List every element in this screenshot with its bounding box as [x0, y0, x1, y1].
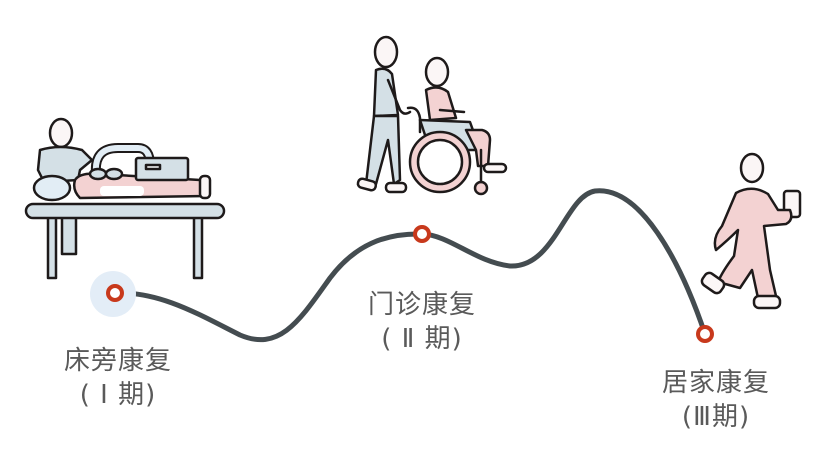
wheelchair-assist-illustration	[356, 35, 508, 196]
stage3-phase: (Ⅲ期)	[681, 402, 751, 432]
stage1-title: 床旁康复	[63, 346, 172, 376]
walking-person-illustration	[700, 152, 802, 310]
stage1-marker	[106, 284, 124, 302]
stage2-title: 门诊康复	[367, 290, 476, 320]
stage3-marker	[696, 325, 714, 343]
stage2-phase: ( Ⅱ 期)	[381, 324, 463, 354]
stage3-label: 居家康复 (Ⅲ期)	[646, 366, 786, 434]
stage3-title: 居家康复	[661, 368, 770, 398]
stage2-marker	[413, 225, 431, 243]
stage1-phase: ( Ⅰ 期)	[79, 380, 157, 410]
bedside-therapy-illustration	[24, 117, 226, 280]
stage1-label: 床旁康复 ( Ⅰ 期)	[48, 344, 188, 412]
stage2-label: 门诊康复 ( Ⅱ 期)	[352, 288, 492, 356]
